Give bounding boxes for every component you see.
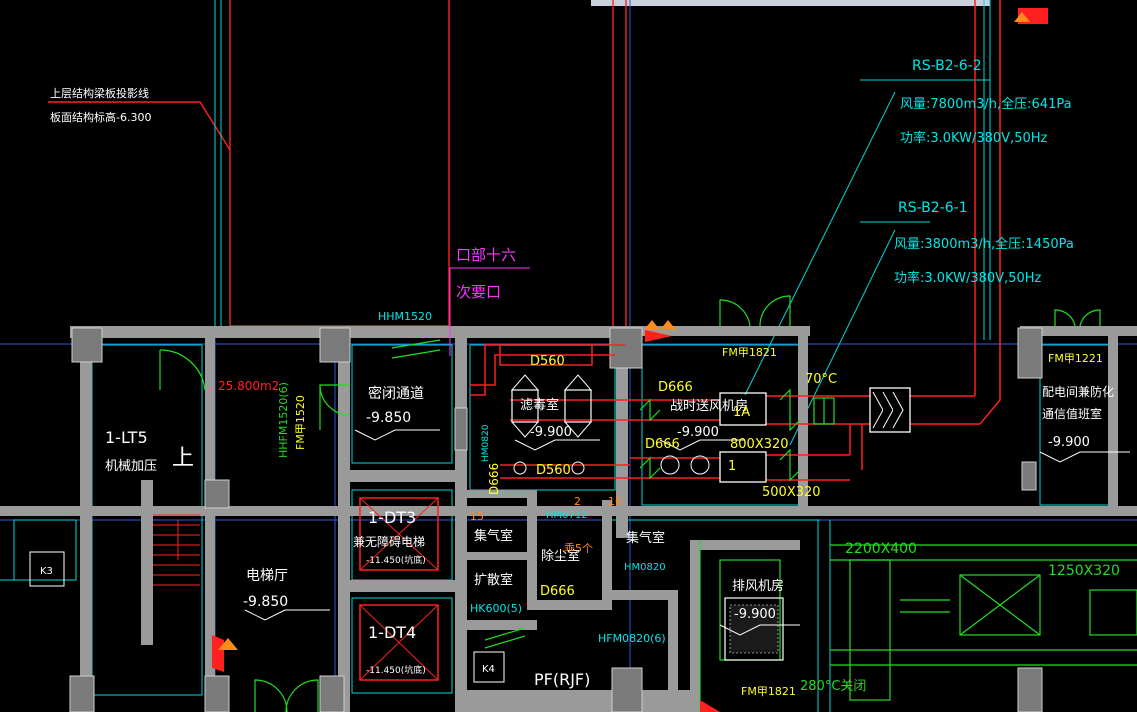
collect-room-2: 集气室 — [626, 530, 665, 546]
lt15-name: 1-LT5 — [105, 428, 148, 447]
fan-1: 1 — [728, 459, 736, 474]
exhaust-level: -9.900 — [734, 607, 776, 622]
elevator-dt4 — [359, 604, 439, 681]
filter-canisters — [510, 374, 593, 438]
num-2: 2 — [574, 495, 581, 508]
hk600-label: HK600(5) — [470, 602, 522, 615]
d666-top: D666 — [658, 380, 693, 395]
lt15-sub: 机械加压 — [105, 459, 157, 474]
collect-room-1: 集气室 — [474, 528, 513, 544]
corridor-level: -9.850 — [366, 410, 411, 426]
upper-beam-label-2: 板面结构标高-6.300 — [50, 110, 151, 124]
fan-units — [513, 387, 911, 483]
fmj1821-top: FM甲1821 — [722, 346, 777, 359]
hfm0820-label: HFM0820(6) — [598, 632, 666, 645]
num-5: 乖5个 — [564, 542, 593, 555]
rs1-title: RS-B2-6-2 — [912, 58, 982, 74]
callout-label-2: 次要口 — [456, 283, 501, 301]
dt4-level: -11.450(坑底) — [366, 664, 426, 676]
power-level: -9.900 — [1048, 435, 1090, 450]
hm0820b-label: HM0820 — [624, 562, 666, 573]
upper-beam-lines — [48, 0, 627, 330]
dt4-name: 1-DT4 — [368, 623, 416, 642]
ductwork — [470, 0, 1001, 481]
rs2-flow: 风量:3800m3/h,全压:1450Pa — [894, 236, 1074, 252]
temp-70: 70°C — [805, 372, 837, 387]
elevator-dt3 — [359, 497, 439, 571]
dt3-sub: 兼无障碍电梯 — [353, 534, 425, 549]
hhfm-label: HHFM1520(6) — [277, 382, 290, 458]
duct-1250: 1250X320 — [1048, 563, 1120, 579]
level-markers — [244, 429, 1130, 636]
rs2-title: RS-B2-6-1 — [898, 200, 968, 216]
rs1-flow: 风量:7800m3/h,全压:641Pa — [900, 96, 1072, 112]
stair — [141, 480, 200, 645]
valve-markers — [212, 8, 1048, 712]
k3-label: K3 — [40, 566, 53, 577]
duct-500: 500X320 — [762, 485, 821, 500]
pf-label: PF(RJF) — [534, 670, 590, 689]
temp-280: 280°C关闭 — [800, 679, 866, 694]
filter-name: 滤毒室 — [520, 397, 559, 413]
num-15: 15 — [470, 510, 484, 523]
dust-room: 除尘室 — [541, 548, 580, 564]
fan-1a: 1A — [733, 405, 750, 420]
power-room-2: 通信值班室 — [1042, 406, 1102, 421]
duct-2200: 2200X400 — [845, 541, 917, 557]
fmj1221-label: FM甲1221 — [1048, 352, 1103, 365]
d560-top: D560 — [530, 354, 565, 369]
callout-lines — [449, 267, 530, 356]
power-room-1: 配电间兼防化 — [1042, 384, 1114, 399]
d666-vertical: D666 — [487, 463, 501, 495]
hall-name: 电梯厅 — [246, 568, 288, 584]
diffuse-room: 扩散室 — [474, 572, 513, 588]
doors-and-valves — [159, 295, 1137, 712]
fmj1520-label: FM甲1520 — [294, 395, 307, 450]
upper-beam-label-1: 上层结构梁板投影线 — [50, 86, 149, 100]
exhaust-name: 排风机房 — [732, 578, 784, 594]
dt3-name: 1-DT3 — [368, 508, 416, 527]
hhm1520-label: HHM1520 — [378, 310, 432, 323]
corridor-name: 密闭通道 — [368, 385, 424, 402]
hm-vertical-label: HM0820 — [481, 424, 491, 462]
fmj1821-bottom: FM甲1821 — [741, 685, 796, 698]
walls — [0, 326, 1137, 712]
callout-label-1: 口部十六 — [456, 246, 516, 264]
d666-dust: D666 — [540, 584, 575, 599]
hm0712-label: HM0712 — [546, 510, 588, 521]
exhaust-equipment — [724, 597, 784, 661]
rs2-power: 功率:3.0KW/380V,50Hz — [894, 270, 1042, 286]
hall-level: -9.850 — [243, 594, 288, 610]
filter-level: -9.900 — [530, 425, 572, 440]
area-label: 25.800m2 — [218, 379, 279, 393]
d560-bottom: D560 — [536, 463, 571, 478]
k4-label: K4 — [482, 664, 495, 675]
columns — [69, 327, 1043, 712]
duct-800: 800X320 — [730, 437, 789, 452]
fanroom-level: -9.900 — [677, 425, 719, 440]
fanroom-name: 战时送风机房 — [670, 398, 748, 414]
rs1-power: 功率:3.0KW/380V,50Hz — [900, 130, 1048, 146]
dt3-level: -11.450(坑底) — [366, 554, 426, 566]
d666-mid: D666 — [645, 437, 680, 452]
top-panel-edge — [591, 0, 990, 6]
stair-up-label: 上 — [172, 446, 194, 471]
k-boxes — [29, 551, 505, 683]
num-16: 16 — [608, 495, 622, 508]
